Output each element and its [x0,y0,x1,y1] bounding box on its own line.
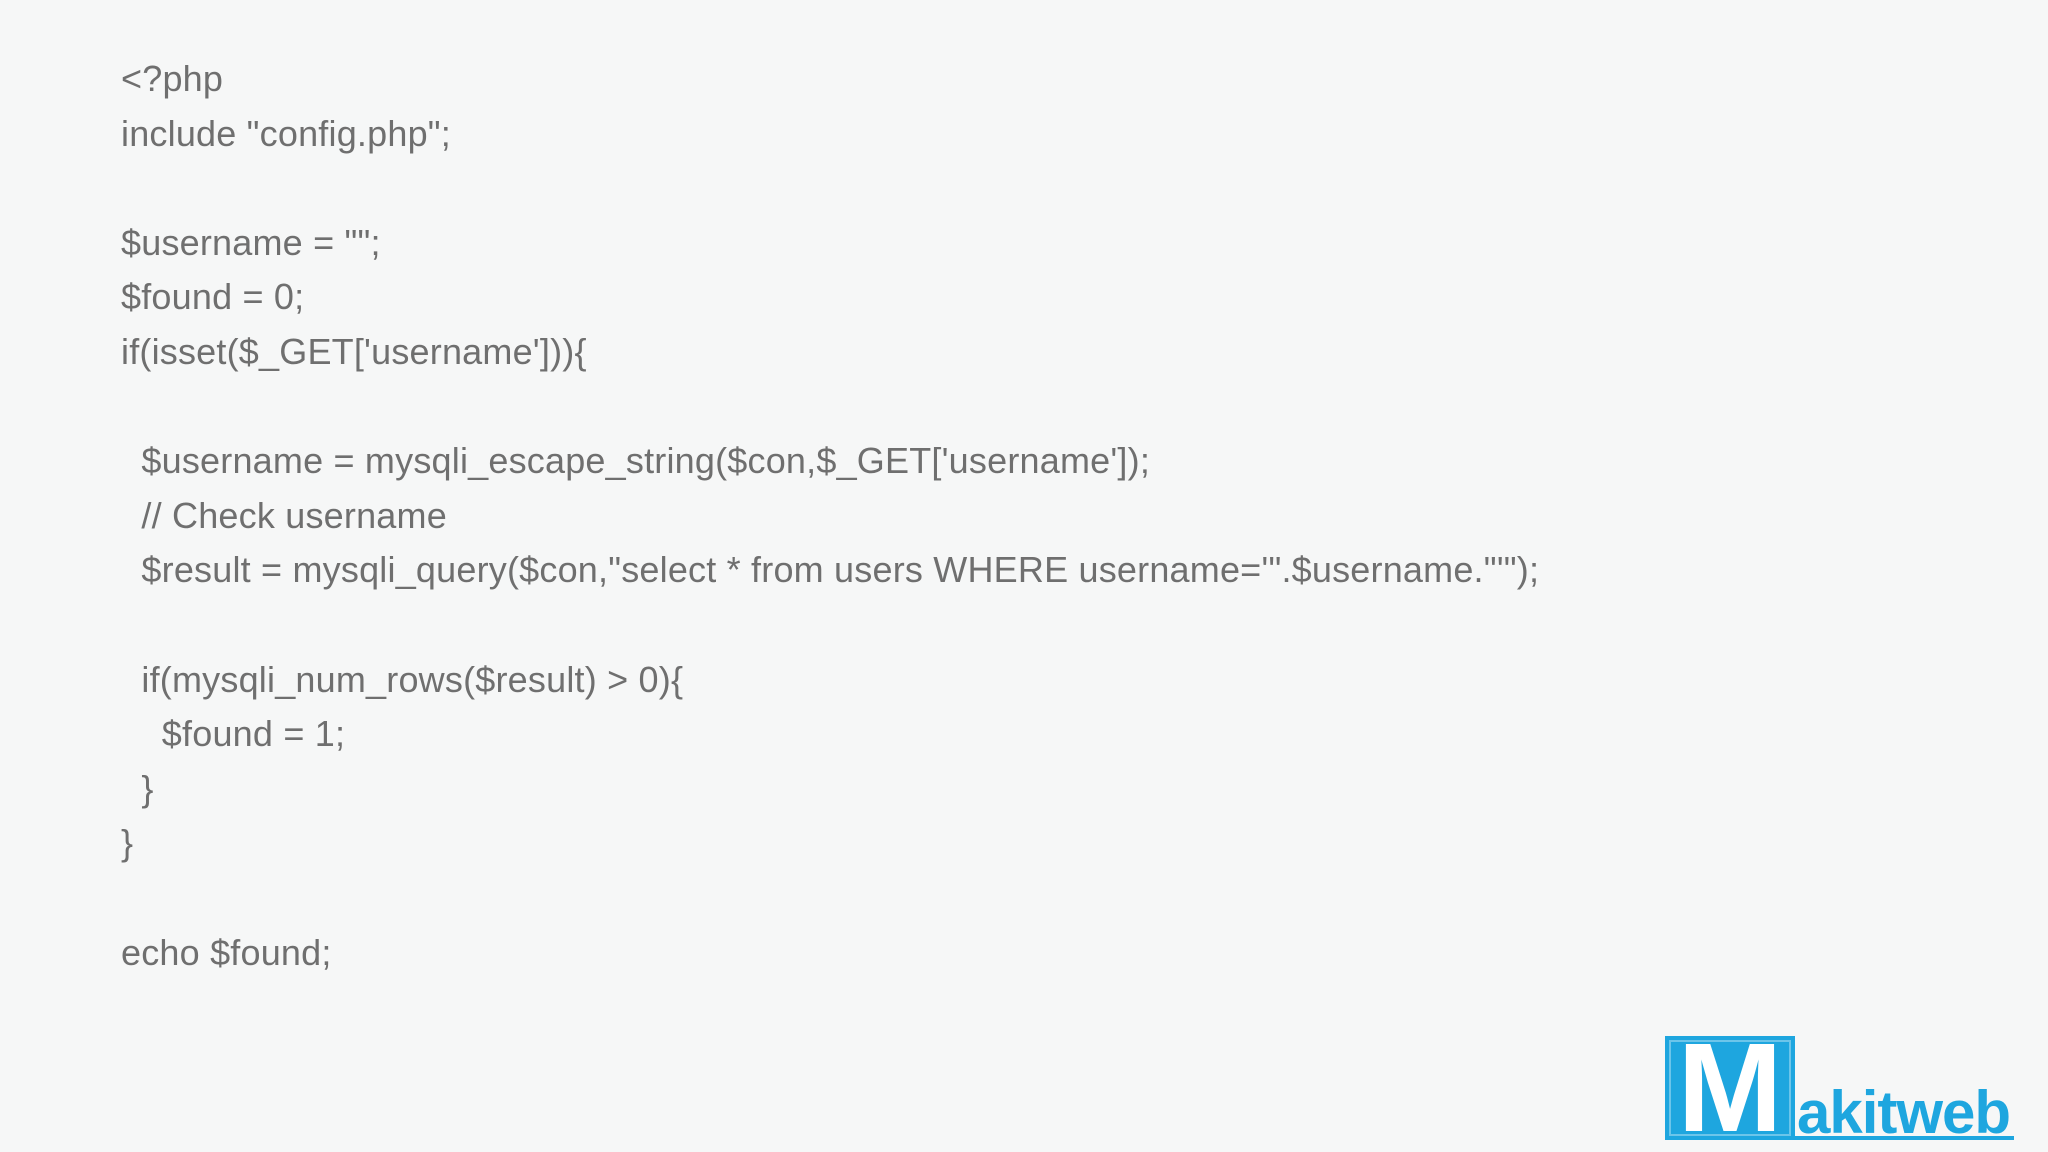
logo-underline [1789,1136,2015,1140]
makitweb-wordmark: akitweb [1797,1079,2011,1146]
makitweb-monogram-icon: M [1665,1036,1795,1140]
makitweb-logo: M akitweb [1665,1036,2015,1146]
php-code: <?php include "config.php"; $username = … [121,58,1540,973]
makitweb-wordmark-group: akitweb [1789,1036,2015,1146]
